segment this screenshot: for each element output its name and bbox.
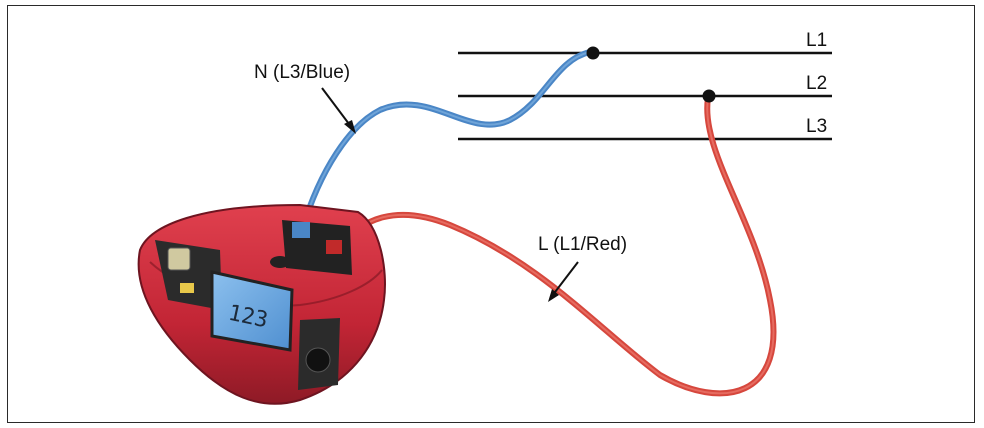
line-l3-label: L3 bbox=[806, 116, 827, 137]
line-l1-label: L1 bbox=[806, 30, 827, 51]
probe-socket bbox=[305, 347, 331, 373]
live-lead-label: L (L1/Red) bbox=[538, 234, 627, 255]
neutral-label-pointer bbox=[321, 87, 353, 129]
diagram-frame bbox=[7, 5, 975, 423]
neutral-lead-label: N (L3/Blue) bbox=[254, 62, 350, 83]
l2-connection-dot bbox=[702, 89, 716, 103]
rotary-knob[interactable] bbox=[167, 247, 191, 271]
l1-connection-dot bbox=[586, 46, 600, 60]
test-button[interactable] bbox=[180, 283, 194, 293]
neutral-terminal bbox=[292, 222, 310, 238]
live-terminal bbox=[326, 240, 342, 254]
live-label-pointer bbox=[551, 261, 579, 297]
installation-tester: 123 bbox=[137, 203, 386, 405]
lcd-display bbox=[210, 270, 294, 352]
line-l2-label: L2 bbox=[806, 73, 827, 94]
